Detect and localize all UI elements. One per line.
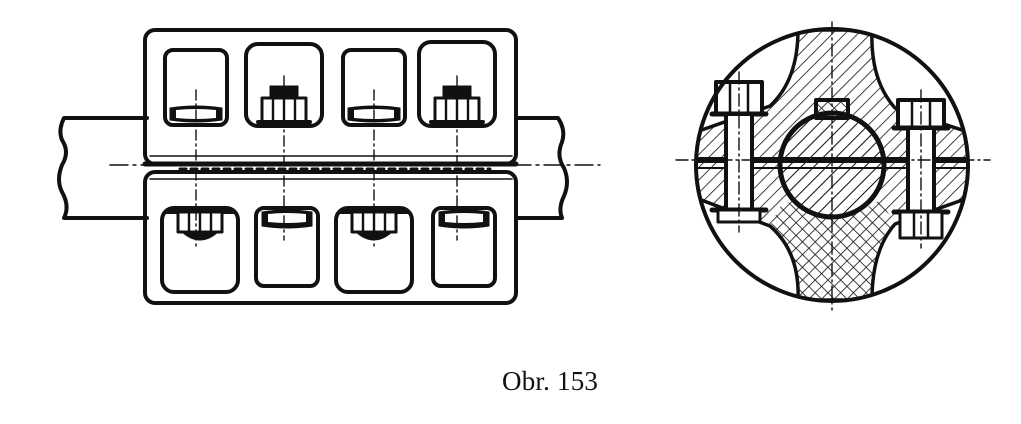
pocket-lower-3: [334, 206, 414, 294]
figure-caption: Obr. 153: [502, 366, 599, 396]
upper-clamp-half: [142, 28, 519, 167]
pocket-lower-1: [160, 206, 240, 294]
bolt-center-lines: [195, 75, 458, 251]
pocket-lower-4: [431, 206, 497, 288]
pocket-lower-2: [254, 206, 320, 288]
lower-bolt-pockets: [160, 206, 497, 294]
side-view: [57, 28, 601, 305]
section-outline-circle: [694, 27, 970, 303]
section-center-lines: [675, 21, 991, 311]
shaft: [57, 116, 601, 220]
nut-lower-1: [164, 210, 236, 241]
cross-section-view: [675, 21, 991, 311]
lower-clamp-half: [143, 167, 518, 305]
